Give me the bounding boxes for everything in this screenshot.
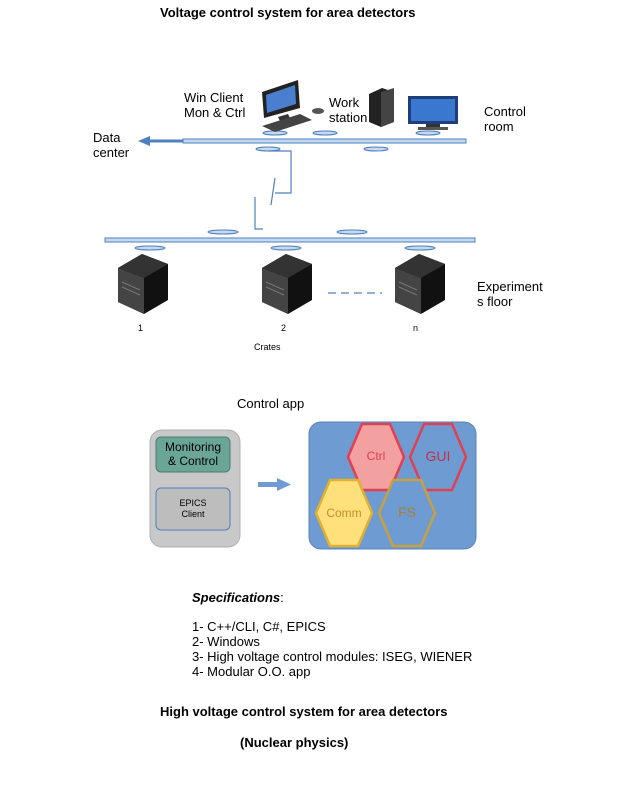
spec-item: 2- Windows: [192, 634, 260, 649]
hex-gui: [408, 422, 468, 492]
win-client-computer-icon: [262, 80, 324, 132]
bus-tap: [270, 245, 302, 251]
monitoring-control-label: Monitoring& Control: [164, 440, 222, 468]
crate-2-icon: [262, 254, 312, 314]
module-ctrl-label: Ctrl: [366, 449, 386, 463]
module-fs-label: FS: [398, 504, 416, 520]
module-comm-label: Comm: [326, 506, 362, 520]
specifications-heading: Specifications:: [192, 590, 284, 605]
monitoring-box: [155, 436, 231, 473]
spec-item: 1- C++/CLI, C#, EPICS: [192, 619, 326, 634]
crate-number: 2: [281, 323, 287, 333]
bus-tap: [336, 229, 368, 235]
crate-number: 1: [138, 323, 144, 333]
crates-label: Crates: [254, 342, 281, 352]
link-cable: [268, 150, 292, 194]
diagram-title: Voltage control system for area detector…: [160, 5, 416, 20]
data-center-arrow: [138, 136, 150, 146]
crate-n-icon: [395, 254, 445, 314]
bus-tap: [312, 130, 338, 136]
module-gui-label: GUI: [425, 448, 451, 464]
control-app-label: Control app: [237, 396, 305, 411]
specifications-block: Specifications: 1- C++/CLI, C#, EPICS 2-…: [192, 590, 472, 679]
caption: High voltage control system for area det…: [160, 704, 448, 719]
bus-tap: [207, 229, 239, 235]
experiment-floor-bus: [104, 237, 476, 243]
flow-arrow: [258, 482, 278, 487]
hex-fs: [377, 478, 437, 548]
bus-tap: [134, 245, 166, 251]
epics-box: [155, 487, 231, 531]
spec-item: 4- Modular O.O. app: [192, 664, 311, 679]
workstation-icon: [369, 88, 458, 130]
subcaption: (Nuclear physics): [240, 735, 349, 750]
spec-item: 3- High voltage control modules: ISEG, W…: [192, 649, 473, 664]
bus-tap: [415, 130, 441, 136]
crate-1-icon: [118, 254, 168, 314]
control-room-bus: [182, 138, 467, 144]
hex-comm: [314, 478, 374, 548]
bus-tap: [404, 245, 436, 251]
crate-number: n: [413, 323, 419, 333]
bus-tap: [363, 146, 389, 152]
